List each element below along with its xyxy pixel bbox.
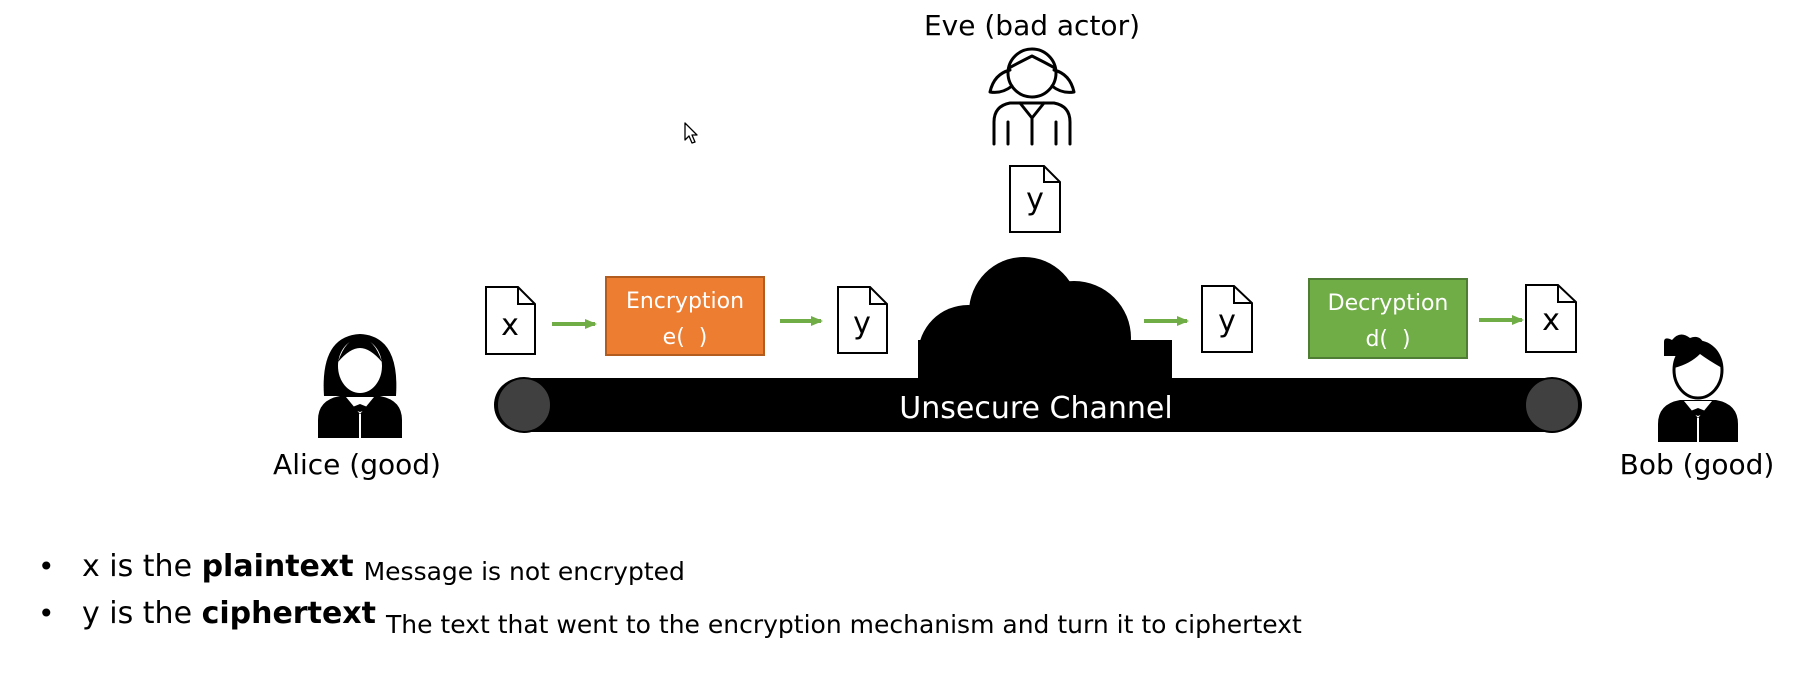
intercepted-document-icon: y xyxy=(1009,165,1061,233)
bob-label: Bob (good) xyxy=(1620,448,1775,481)
decryption-title: Decryption xyxy=(1328,291,1449,316)
decryption-function: d( ) xyxy=(1365,327,1410,352)
ciphertext-description: The text that went to the encryption mec… xyxy=(385,610,1302,639)
bullet-icon: • xyxy=(38,597,55,630)
ciphertext-document-label: y xyxy=(853,306,871,341)
plaintext-description: Message is not encrypted xyxy=(363,557,685,586)
encryption-title: Encryption xyxy=(626,289,744,314)
received-ciphertext-document-icon: y xyxy=(1201,285,1253,353)
channel-label: Unsecure Channel xyxy=(899,391,1172,426)
plaintext-definition: • x is the plaintext Message is not encry… xyxy=(36,546,1776,589)
bob-plaintext-document-label: x xyxy=(1542,303,1560,338)
bullet-icon: • xyxy=(38,550,55,583)
bob-icon xyxy=(1658,334,1738,442)
decryption-box: Decryption d( ) xyxy=(1308,278,1468,359)
ciphertext-document-icon: y xyxy=(837,286,888,354)
alice-label: Alice (good) xyxy=(273,448,441,481)
plaintext-document-icon: x xyxy=(485,286,536,355)
ciphertext-definition: • y is the ciphertext The text that went … xyxy=(36,593,1776,639)
cloud-icon xyxy=(918,257,1172,405)
encryption-function: e( ) xyxy=(663,325,708,350)
ciphertext-term: ciphertext xyxy=(201,596,376,631)
plaintext-term: plaintext xyxy=(201,549,354,584)
intercepted-document-label: y xyxy=(1026,182,1044,217)
eve-label: Eve (bad actor) xyxy=(924,9,1140,42)
encryption-box: Encryption e( ) xyxy=(605,276,765,356)
plaintext-document-label: x xyxy=(501,308,519,343)
mouse-cursor-icon xyxy=(684,122,698,144)
plaintext-lead: x is the xyxy=(82,549,202,584)
eve-icon xyxy=(988,47,1076,146)
received-ciphertext-label: y xyxy=(1218,304,1236,339)
unsecure-channel: Unsecure Channel xyxy=(494,377,1582,433)
bob-plaintext-document-icon: x xyxy=(1525,284,1577,353)
definitions-list: • x is the plaintext Message is not encry… xyxy=(36,546,1776,639)
ciphertext-lead: y is the xyxy=(82,596,202,631)
alice-icon xyxy=(318,334,402,438)
